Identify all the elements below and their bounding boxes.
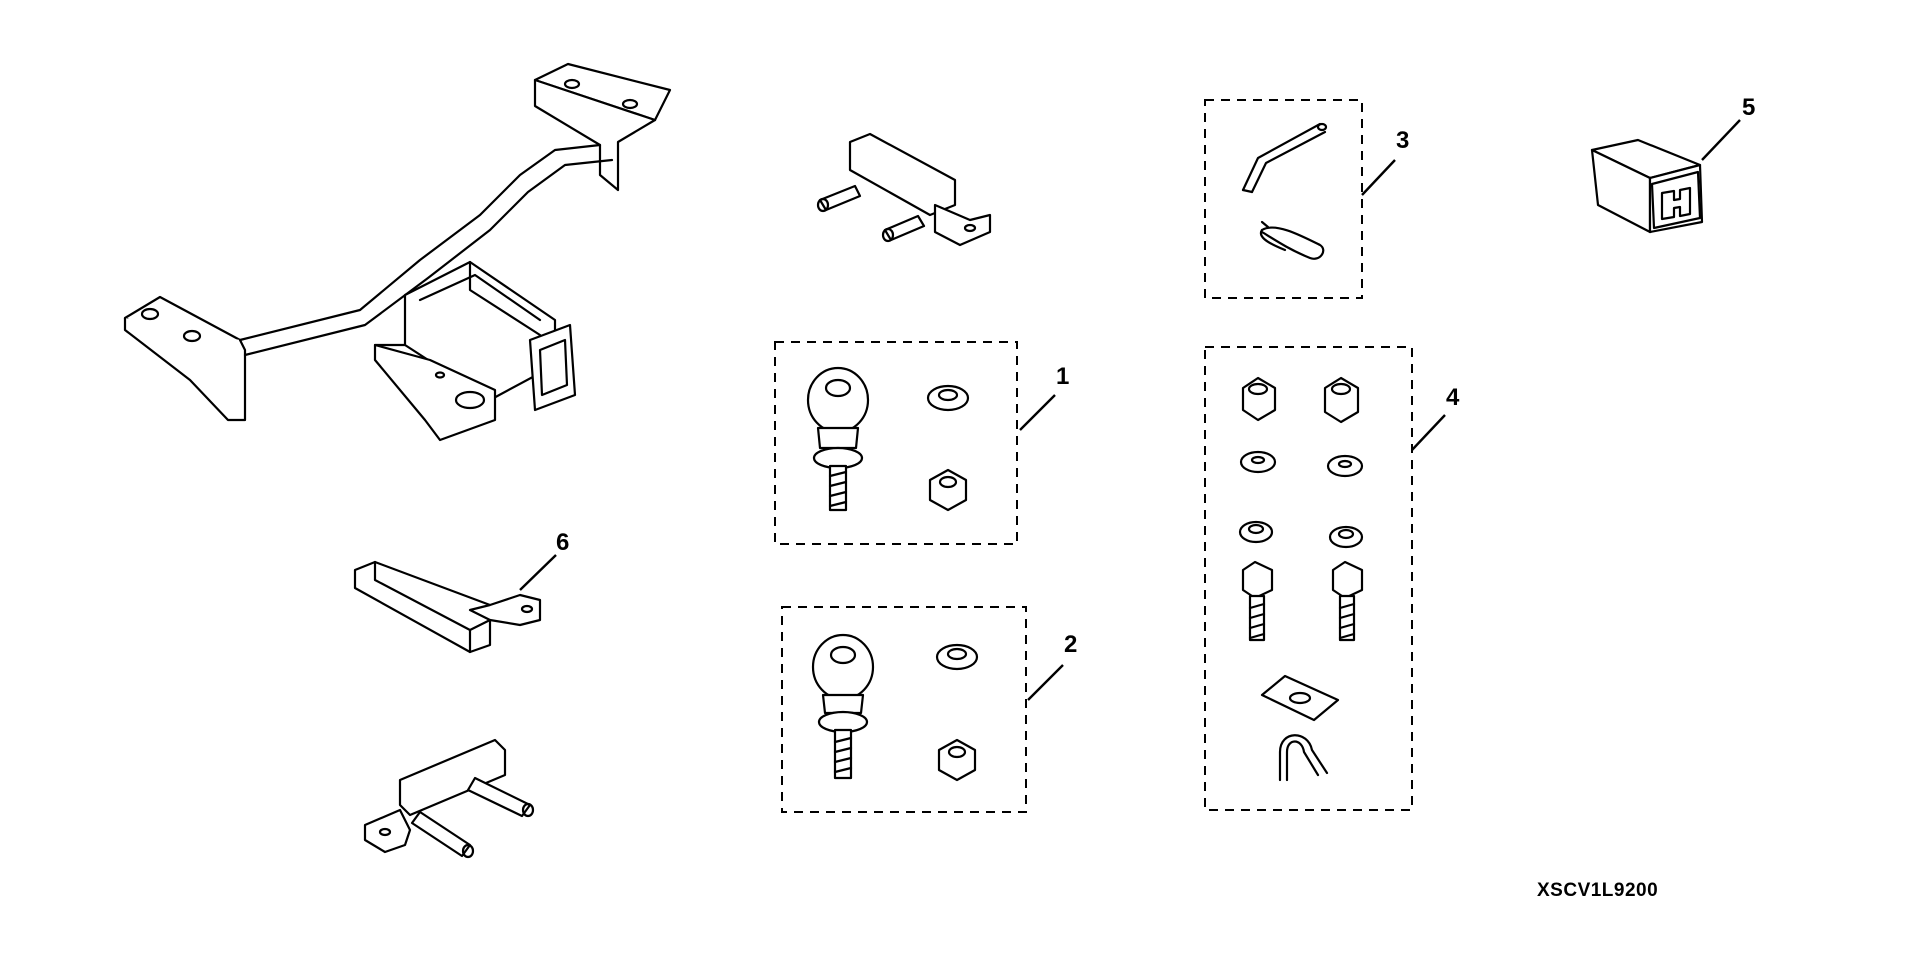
callout-3: 3	[1396, 127, 1409, 154]
hardware-kit-4	[1238, 376, 1364, 782]
callout-5: 5	[1742, 94, 1755, 121]
kit-box-2	[781, 606, 1027, 813]
kit-box-1	[774, 341, 1018, 545]
callout-6: 6	[556, 529, 569, 556]
receiver-cap-5	[1590, 138, 1704, 234]
kit-box-3	[1204, 99, 1363, 299]
mounting-bracket-left	[363, 738, 535, 859]
drawbar-6	[353, 560, 542, 654]
mounting-bracket-right	[816, 132, 992, 247]
ball-mount-kit-2	[811, 633, 979, 782]
callout-4: 4	[1446, 384, 1460, 411]
ball-mount-kit-1	[806, 366, 970, 512]
pin-and-clip-kit-3	[1241, 122, 1328, 260]
callout-1: 1	[1056, 363, 1069, 390]
kit-box-4	[1204, 346, 1413, 811]
hitch-receiver-frame	[123, 62, 672, 442]
diagram-code: XSCV1L9200	[1537, 880, 1658, 901]
callout-2: 2	[1064, 631, 1077, 658]
